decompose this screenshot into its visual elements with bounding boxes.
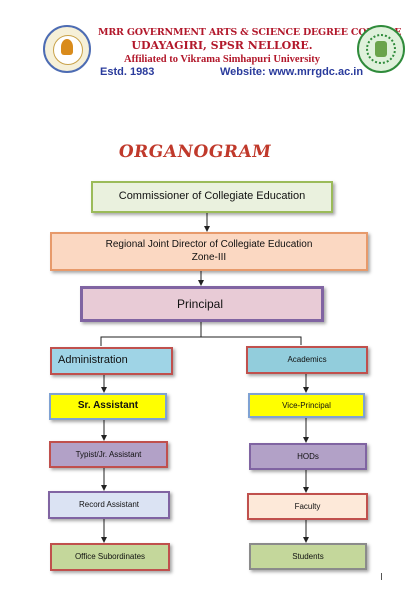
college-affiliation: Affiliated to Vikrama Simhapuri Universi…: [124, 54, 320, 65]
node-faculty: Faculty: [247, 493, 368, 520]
node-sr-assistant: Sr. Assistant: [49, 393, 167, 420]
node-record-assistant: Record Assistant: [48, 491, 170, 519]
established-year: Estd. 1983: [100, 66, 155, 78]
state-emblem-icon: [357, 25, 405, 73]
page-mark: [381, 573, 382, 580]
college-name: MRR GOVERNMENT ARTS & SCIENCE DEGREE COL…: [98, 27, 402, 38]
college-emblem-icon: [43, 25, 91, 73]
node-administration: Administration: [50, 347, 173, 375]
node-regional-line2: Zone-III: [191, 251, 227, 263]
node-regional-line1: Regional Joint Director of Collegiate Ed…: [105, 239, 313, 250]
node-students: Students: [249, 543, 367, 570]
node-commissioner: Commissioner of Collegiate Education: [91, 181, 333, 213]
node-hods: HODs: [249, 443, 367, 470]
college-letterhead: MRR GOVERNMENT ARTS & SCIENCE DEGREE COL…: [0, 0, 409, 92]
edge-principal-split: [100, 336, 302, 346]
node-academics: Academics: [246, 346, 368, 374]
college-location: UDAYAGIRI, SPSR NELLORE.: [131, 39, 313, 52]
node-typist: Typist/Jr. Assistant: [49, 441, 168, 468]
node-vice-principal: Vice-Principal: [248, 393, 365, 418]
node-office-subordinates: Office Subordinates: [50, 543, 170, 571]
node-principal: Principal: [80, 286, 324, 322]
node-regional-joint-director: Regional Joint Director of Collegiate Ed…: [50, 232, 368, 271]
college-website: Website: www.mrrgdc.ac.in: [220, 66, 364, 78]
